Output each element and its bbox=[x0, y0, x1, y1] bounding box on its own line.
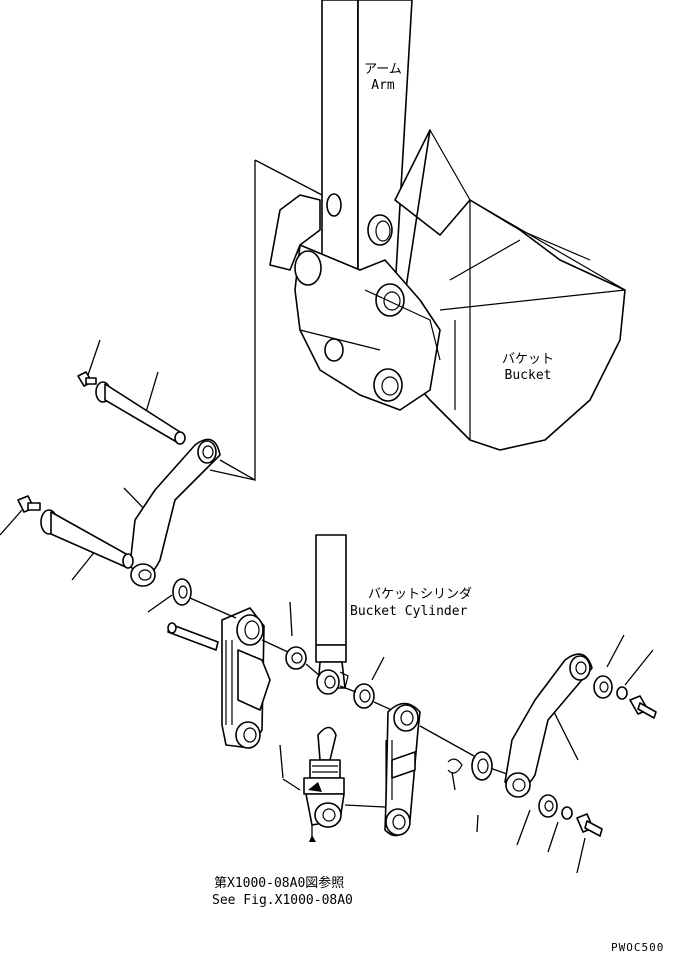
upper-right-fasteners bbox=[593, 675, 657, 719]
reference-label-jp: 第X1000-08A0図参照 bbox=[214, 876, 345, 891]
cylinder-label-jp: バケットシリンダ bbox=[368, 587, 473, 602]
arm-label-en: Arm bbox=[371, 78, 395, 93]
cylinder-shim bbox=[353, 683, 375, 709]
small-pin bbox=[167, 622, 219, 651]
lower-pin-assembly bbox=[17, 495, 134, 569]
right-side-link bbox=[504, 653, 593, 798]
reference-label-en: See Fig.X1000-08A0 bbox=[212, 893, 353, 908]
arm-label-jp: アーム bbox=[364, 62, 402, 77]
upper-pin-assembly bbox=[77, 371, 186, 445]
left-shim bbox=[172, 578, 192, 606]
leader-lines bbox=[0, 159, 654, 874]
cylinder-label-en: Bucket Cylinder bbox=[350, 604, 468, 619]
bucket bbox=[269, 129, 626, 451]
bucket-label-en: Bucket bbox=[504, 368, 552, 383]
right-link bbox=[384, 702, 421, 837]
grease-fitting-assembly bbox=[303, 726, 345, 828]
arm bbox=[321, 0, 413, 301]
bucket-cylinder bbox=[315, 534, 349, 695]
center-link bbox=[221, 607, 271, 749]
bucket-label-jp: バケット bbox=[501, 352, 554, 367]
snap-ring bbox=[447, 758, 463, 774]
lower-right-fasteners bbox=[538, 794, 603, 837]
center-shim bbox=[285, 646, 307, 670]
drawing-code: PWOC500 bbox=[611, 941, 665, 954]
left-link bbox=[129, 438, 221, 587]
right-shim bbox=[471, 751, 493, 781]
